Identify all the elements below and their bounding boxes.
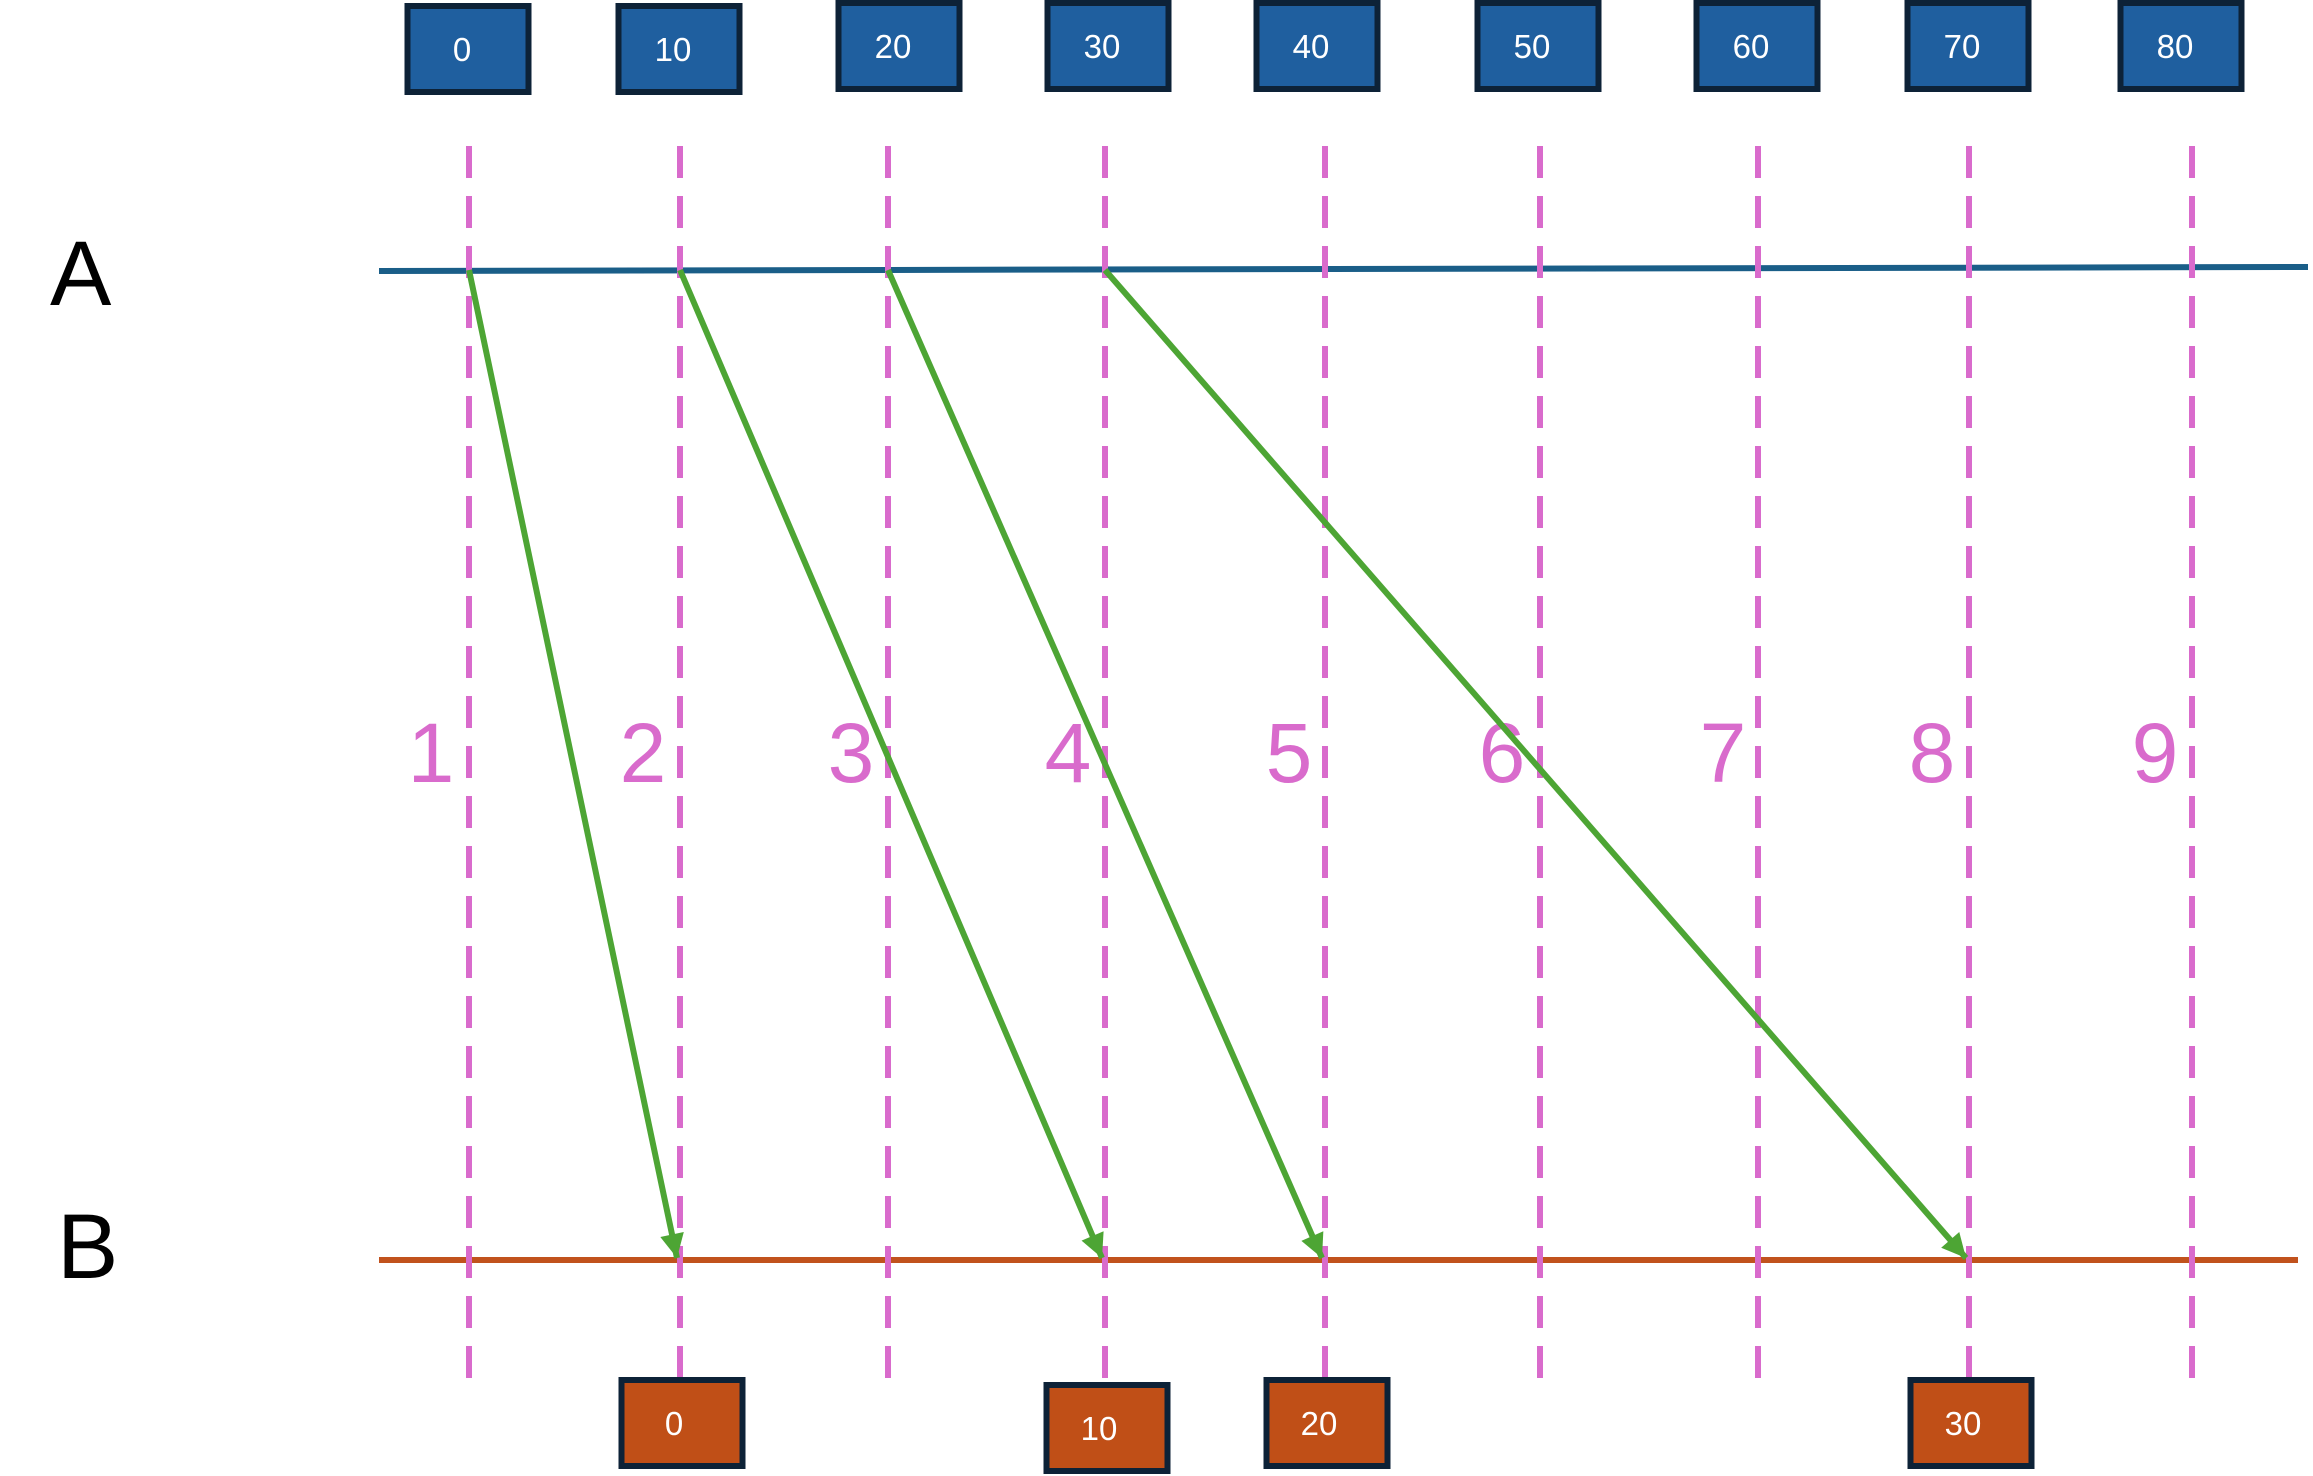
top-box-value: 10: [655, 31, 692, 68]
bottom-box-frame: [618, 1377, 746, 1469]
top-box-value: 80: [2157, 28, 2194, 65]
top-box: 70: [1904, 0, 2032, 92]
top-box-value: 20: [875, 28, 912, 65]
bottom-box-value: 10: [1081, 1410, 1118, 1447]
top-box-frame: [1693, 0, 1821, 92]
transfer-arrow: [885, 268, 1325, 1260]
top-box-frame: [1044, 0, 1172, 92]
column-number: 9: [2132, 706, 2179, 800]
column-number: 3: [828, 706, 875, 800]
top-box: 0: [404, 3, 532, 95]
top-box-value: 0: [453, 31, 471, 68]
top-box-value: 60: [1733, 28, 1770, 65]
top-box-value: 30: [1084, 28, 1121, 65]
top-box-value: 40: [1293, 28, 1330, 65]
top-box-frame: [615, 3, 743, 95]
column-number: 1: [408, 706, 455, 800]
bottom-box-value: 0: [665, 1405, 683, 1442]
row-label-a: A: [50, 223, 112, 325]
top-box-frame: [2117, 0, 2245, 92]
column-number: 7: [1700, 706, 1747, 800]
transfer-arrow: [1102, 268, 1969, 1260]
top-box-frame: [404, 3, 532, 95]
bottom-box: 30: [1907, 1377, 2035, 1469]
row-b-boxes: 0 10 20 30: [618, 1377, 2035, 1474]
transfer-arrow: [466, 269, 684, 1259]
top-box: 40: [1253, 0, 1381, 92]
top-box-value: 50: [1514, 28, 1551, 65]
top-box: 10: [615, 3, 743, 95]
row-label-b: B: [57, 1196, 118, 1298]
top-box: 30: [1044, 0, 1172, 92]
top-box-frame: [1474, 0, 1602, 92]
top-box: 20: [835, 0, 963, 92]
bottom-box-frame: [1907, 1377, 2035, 1469]
row-a-boxes: 0 10 20 30 40 50 60 70 80: [404, 0, 2245, 95]
timeline-a: [378, 264, 2309, 274]
column-number: 5: [1266, 706, 1313, 800]
top-box: 50: [1474, 0, 1602, 92]
bottom-box: 0: [618, 1377, 746, 1469]
column-number: 6: [1479, 706, 1526, 800]
top-box-value: 70: [1944, 28, 1981, 65]
top-box-frame: [1253, 0, 1381, 92]
bottom-box-frame: [1263, 1377, 1391, 1469]
transfer-arrow: [677, 268, 1105, 1260]
top-box: 80: [2117, 0, 2245, 92]
top-box: 60: [1693, 0, 1821, 92]
bottom-box-value: 20: [1301, 1405, 1338, 1442]
transfer-arrows: [466, 268, 1969, 1260]
bottom-box-value: 30: [1945, 1405, 1982, 1442]
bottom-box-frame: [1043, 1382, 1171, 1474]
bottom-box: 20: [1263, 1377, 1391, 1469]
bottom-box: 10: [1043, 1382, 1171, 1474]
top-box-frame: [1904, 0, 2032, 92]
column-number: 2: [620, 706, 667, 800]
top-box-frame: [835, 0, 963, 92]
column-number: 8: [1909, 706, 1956, 800]
